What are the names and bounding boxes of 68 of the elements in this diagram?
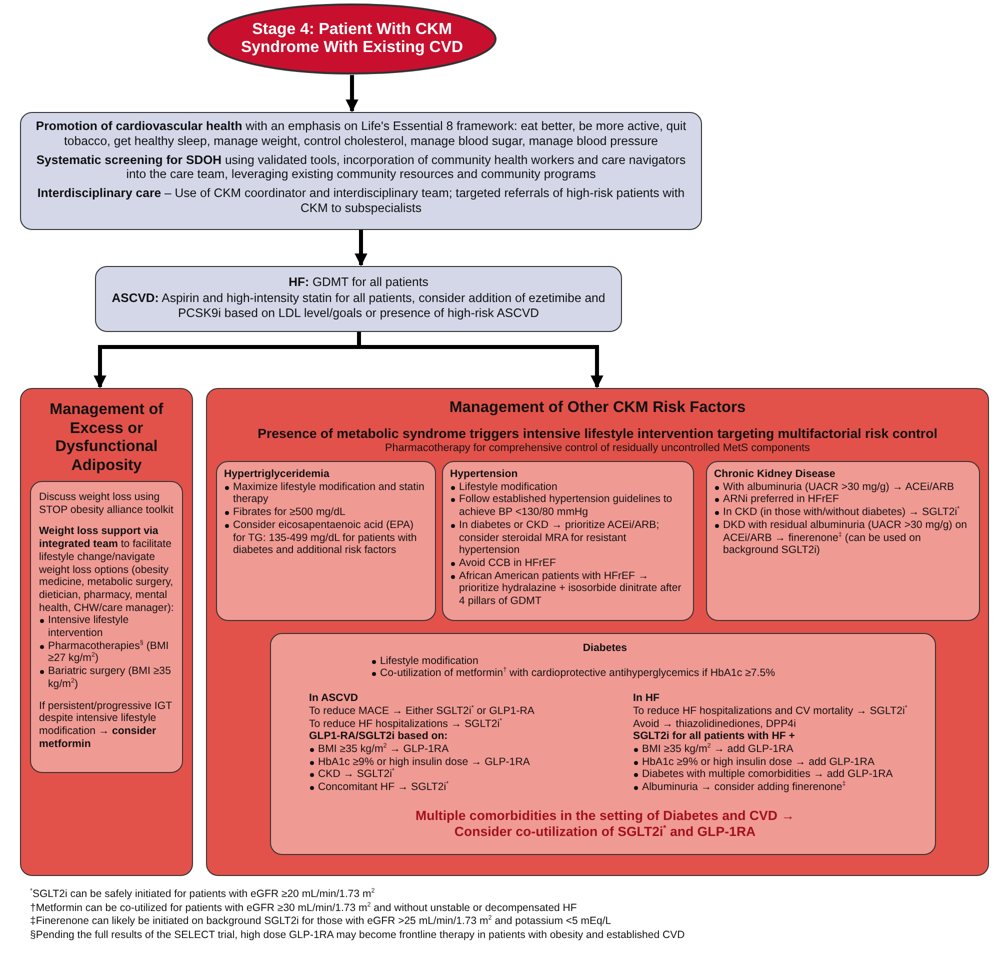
- body-text: To reduce HF hospitalizations → SGLT2i$^{*}$: [309, 718, 504, 730]
- bullet-item: Avoid CCB in HFrEF: [450, 556, 686, 570]
- subheading: In HF: [633, 692, 660, 705]
- body-text: Promotion of cardiovascular health with an emphasis on Life's Essential 8 framework: eat better, be more active, quit tobacco, get healthy sleep, manage weight, control cholesterol, manage blood sugar, manage blood pressure: [34, 119, 688, 148]
- body-text: HF: GDMT for all patients: [288, 275, 430, 290]
- subheading: Presence of metabolic syndrome triggers intensive lifestyle intervention targeting multifactorial risk control: [256, 426, 938, 442]
- bullet-item: Concomitant HF → SGLT2i$^{*}$: [309, 781, 613, 794]
- arrow: [346, 75, 358, 112]
- footnote: §Pending the full results of the SELECT trial, high dose GLP-1RA may become frontline therapy in patients with obesity and established CVD: [30, 928, 685, 940]
- bullet-item: HbA1c ≥9% or high insulin dose → GLP-1RA: [309, 756, 613, 768]
- bullet-item: DKD with residual albuminuria (UACR >30 mg/g) on ACEi/ARB → finerenone$^{‡}$ (can be used on background SGLT2i): [714, 518, 972, 557]
- subheading: SGLT2i for all patients with HF +: [633, 730, 796, 743]
- node-title: Stage 4: Patient With CKM Syndrome With Existing CVD: [240, 20, 464, 58]
- bullet-item: Albuminuria → consider adding finerenone$^{‡}$: [633, 781, 927, 794]
- box-heading: Diabetes: [582, 642, 628, 655]
- body-text: Pharmacotherapy for comprehensive control of residually uncontrolled MetS components: [384, 442, 811, 454]
- bullet-item: Lifestyle modification: [450, 480, 686, 494]
- bullet-item: Pharmacotherapies$^{§}$ (BMI ≥27 kg/m$^{2}$): [39, 640, 174, 666]
- body-text: Systematic screening for SDOH using validated tools, incorporation of community health workers and care navigators into the care team, leveraging existing community resources and community programs: [35, 152, 687, 182]
- bullet-item: In diabetes or CKD → prioritize ACEi/ARB; consider steroidal MRA for resistant hypertension: [450, 518, 686, 557]
- text-box: [30, 481, 183, 773]
- footnote: †Metformin can be co-utilized for patients with eGFR ≥30 mL/min/1.73 m$^{2}$ and without unstable or decompensated HF: [30, 902, 577, 914]
- stage-ellipse: [207, 3, 497, 75]
- bullet-item: Follow established hypertension guidelines to achieve BP <130/80 mmHg: [450, 493, 686, 519]
- subheading: GLP1-RA/SGLT2i based on:: [309, 730, 449, 743]
- body-text: Interdisciplinary care – Use of CKM coordinator and interdisciplinary team; targeted referrals of high-risk patients with CKM to subspecialists: [36, 186, 686, 216]
- body-text: Avoid → thiazolidinediones, DPP4i: [633, 718, 797, 730]
- arrow: [354, 230, 368, 266]
- bullet-item: BMI ≥35 kg/m$^{2}$ → add GLP-1RA: [633, 742, 927, 756]
- box-heading: Hypertension: [450, 468, 519, 481]
- bullet-item: HbA1c ≥9% or high insulin dose → add GLP-1RA: [633, 756, 927, 768]
- bullet-item: Bariatric surgery (BMI ≥35 kg/m$^{2}$): [39, 665, 174, 691]
- bullet-item: ARNi preferred in HFrEF: [714, 493, 972, 506]
- bullet-item: African American patients with HFrEF → prioritize hydralazine + isosorbide dinitrate after 4 pillars of GDMT: [450, 570, 686, 608]
- bullet-item: Co-utilization of metformin$^{†}$ with cardioprotective antihyperglycemics if HbA1c ≥7.5%: [371, 667, 927, 680]
- panel-title: Management of Excess or Dysfunctional Adiposity: [48, 401, 164, 476]
- bullet-item: In CKD (in those with/without diabetes) → SGLT2i$^{*}$: [714, 506, 972, 519]
- panel-title: Management of Other CKM Risk Factors: [448, 399, 747, 418]
- panel: [20, 388, 193, 876]
- body-text: ASCVD: Aspirin and high-intensity statin for all patients, consider addition of ezetimibe and PCSK9i based on LDL level/goals or presence of high-risk ASCVD: [110, 290, 606, 320]
- bullet-item: Maximize lifestyle modification and statin therapy: [224, 480, 428, 506]
- body-text: If persistent/progressive IGT despite intensive lifestyle modification → consider metformin: [39, 700, 173, 750]
- bullet-item: Lifestyle modification: [371, 654, 927, 668]
- bullet-item: Diabetes with multiple comorbidities → add GLP-1RA: [633, 768, 927, 782]
- bullet-item: CKD → SGLT2i$^{*}$: [309, 768, 613, 782]
- process-box: [20, 112, 702, 230]
- bullet-item: Intensive lifestyle intervention: [39, 614, 174, 640]
- subheading: In ASCVD: [309, 692, 360, 705]
- body-text: To reduce HF hospitalizations and CV mortality → SGLT2i$^{*}$: [633, 704, 908, 718]
- panel: [206, 388, 989, 876]
- bullet-item: With albuminuria (UACR >30 mg/g) → ACEi/ARB: [714, 480, 972, 494]
- text-box: [216, 461, 436, 621]
- box-heading: Chronic Kidney Disease: [714, 468, 836, 481]
- body-text: To reduce MACE → Either SGLT2i$^{*}$ or GLP1-RA: [309, 704, 536, 718]
- emphasis-text: Multiple comorbidities in the setting of Diabetes and CVD → Consider co-utilization of SGLT2i$^{*}$ and GLP-1RA: [414, 808, 796, 840]
- body-text: Discuss weight loss using STOP obesity alliance toolkit: [39, 491, 174, 516]
- text-box: [706, 461, 980, 621]
- process-box: [95, 266, 622, 332]
- bullet-item: Fibrates for ≥500 mg/dL: [224, 506, 428, 519]
- text-box: [270, 633, 936, 855]
- arrow: [357, 332, 604, 388]
- bullet-item: Consider eicosapentaenoic acid (EPA) for TG: 135-499 mg/dL for patients with diabetes and additional risk factors: [224, 518, 428, 557]
- footnote: ‡Finerenone can likely be initiated on background SGLT2i for those with eGFR >25 mL/min/1.73 m$^{2}$ and potassium <5 mEq/L: [30, 915, 612, 927]
- box-heading: Hypertriglyceridemia: [224, 468, 330, 481]
- body-text: Weight loss support via integrated team to facilitate lifestyle change/navigate weight loss options (obesity medicine, metabolic surgery, dietician, pharmacy, mental health, CHW/care manager):: [39, 525, 174, 614]
- bullet-item: BMI ≥35 kg/m$^{2}$ → GLP-1RA: [309, 742, 613, 756]
- footnote: $^{*}$SGLT2i can be safely initiated for patients with eGFR ≥20 mL/min/1.73 m$^{2}$: [30, 888, 375, 900]
- text-box: [442, 461, 694, 621]
